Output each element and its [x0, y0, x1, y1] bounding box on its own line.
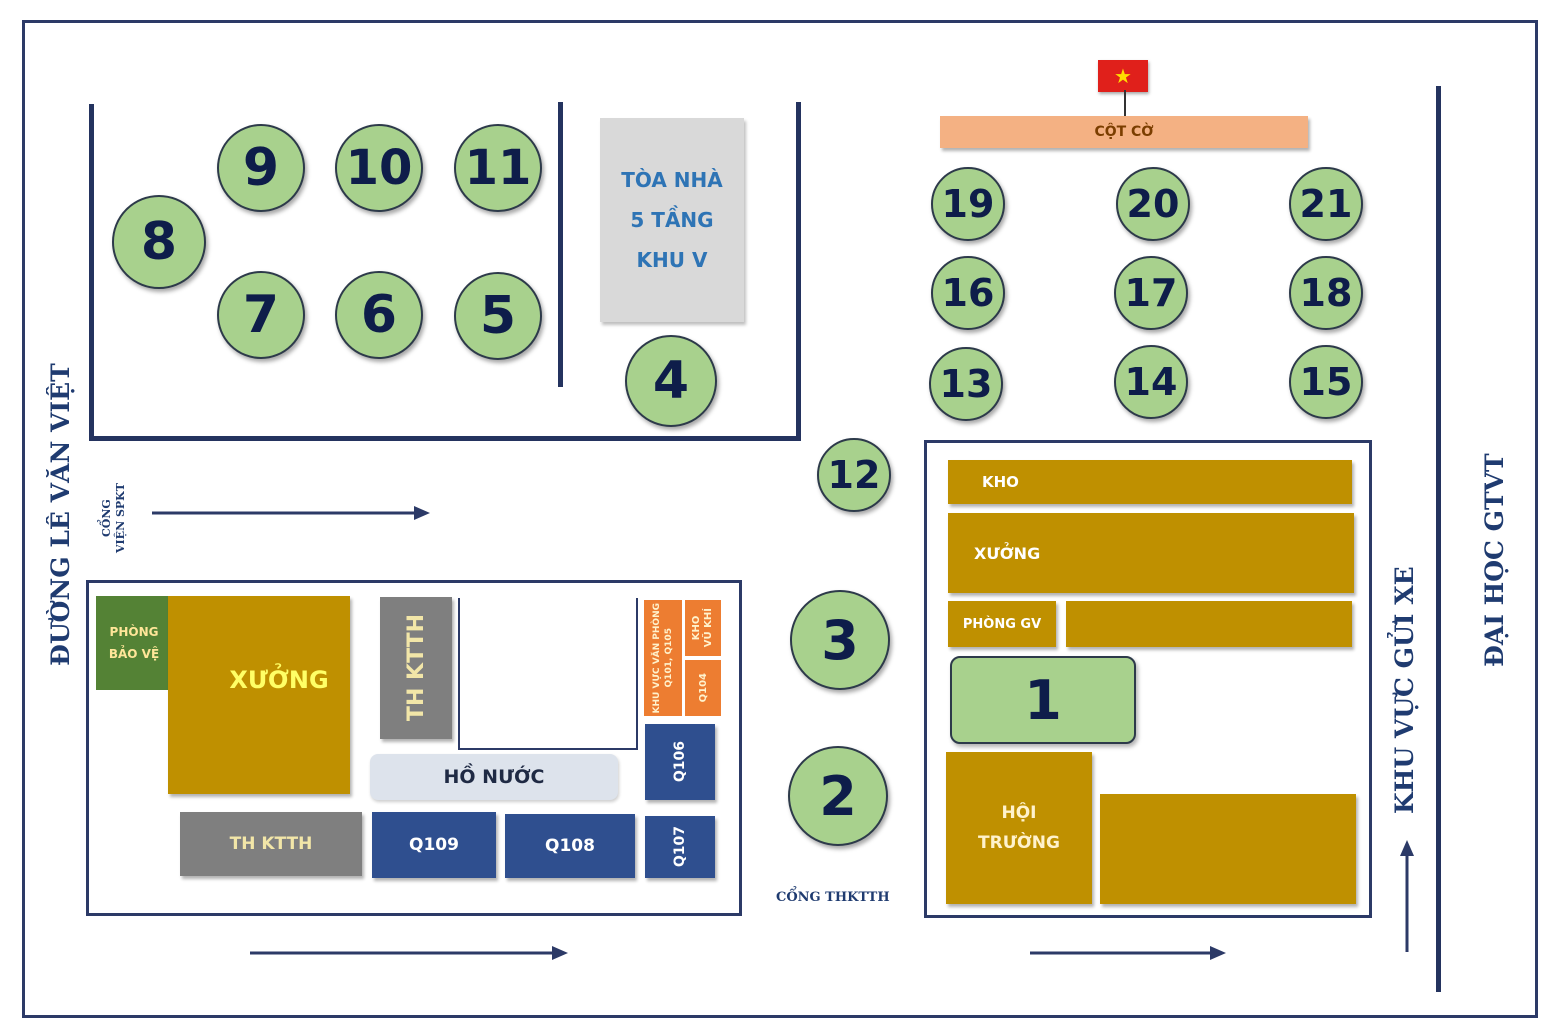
- building-2[interactable]: 2: [788, 746, 888, 846]
- weapons-storage[interactable]: KHO VŨ KHÍ: [685, 600, 721, 656]
- building-1[interactable]: 1: [950, 656, 1136, 744]
- building-4[interactable]: 4: [625, 335, 717, 427]
- building-10[interactable]: 10: [335, 124, 423, 212]
- hall-line-1: HỘI: [1001, 803, 1037, 823]
- building-14[interactable]: 14: [1114, 345, 1188, 419]
- room-q108-label: Q108: [545, 836, 595, 856]
- left-workshop-label: XƯỞNG: [229, 666, 329, 694]
- building-8[interactable]: 8: [112, 195, 206, 289]
- tower-line-3: KHU V: [636, 248, 708, 272]
- flagpole-area: CỘT CỜ: [940, 116, 1308, 148]
- parking-area-label: KHU VỰC GỬI XE: [1390, 566, 1419, 814]
- office-area-label: KHU VỰC VĂN PHÒNG: [652, 602, 662, 714]
- guard-line-2: BẢO VỆ: [108, 647, 160, 661]
- gate-spkt-line-2: VIỆN SPKT: [114, 483, 127, 553]
- arrow-up-icon: [1400, 840, 1414, 952]
- tower-line-1: TÒA NHÀ: [621, 168, 723, 192]
- tower-line-2: 5 TẦNG: [630, 208, 714, 232]
- building-16[interactable]: 16: [931, 256, 1005, 330]
- tower-building: TÒA NHÀ 5 TẦNG KHU V: [600, 118, 744, 322]
- building-21[interactable]: 21: [1289, 167, 1363, 241]
- right-workshop-label: XƯỞNG: [974, 543, 1041, 563]
- building-12[interactable]: 12: [817, 438, 891, 512]
- flagpole-label: CỘT CỜ: [1094, 124, 1154, 140]
- building-7[interactable]: 7: [217, 271, 305, 359]
- office-area[interactable]: KHU VỰC VĂN PHÒNG Q101, Q105: [644, 600, 682, 716]
- th-ktth-vertical[interactable]: TH KTTH: [380, 597, 452, 739]
- building-13[interactable]: 13: [929, 347, 1003, 421]
- gate-thkt-label: CỔNG THKTTH: [776, 890, 890, 905]
- teacher-room-annex: [1066, 601, 1352, 647]
- left-workshop[interactable]: XƯỞNG: [168, 596, 350, 794]
- pond: HỒ NƯỚC: [370, 754, 618, 800]
- road-line-right: [1436, 86, 1441, 992]
- building-19[interactable]: 19: [931, 167, 1005, 241]
- room-q104[interactable]: Q104: [685, 660, 721, 716]
- hall-line-2: TRƯỜNG: [978, 833, 1060, 853]
- wall-topleft-bottom: [89, 436, 801, 441]
- room-q106[interactable]: Q106: [645, 724, 715, 800]
- room-q107[interactable]: Q107: [645, 816, 715, 878]
- courtyard-outline: [458, 598, 638, 750]
- teacher-room[interactable]: PHÒNG GV: [948, 601, 1056, 647]
- flag-icon: ★: [1098, 60, 1148, 92]
- wall-topleft-left: [89, 104, 94, 440]
- wall-topleft-right: [796, 102, 801, 440]
- arrow-right-icon: [1030, 946, 1226, 960]
- building-11[interactable]: 11: [454, 124, 542, 212]
- right-warehouse-label: KHO: [982, 473, 1019, 491]
- guard-line-1: PHÒNG: [109, 625, 159, 639]
- building-9[interactable]: 9: [217, 124, 305, 212]
- building-5[interactable]: 5: [454, 272, 542, 360]
- building-6[interactable]: 6: [335, 271, 423, 359]
- office-rooms-label: Q101, Q105: [664, 628, 674, 688]
- th-ktth-horizontal-label: TH KTTH: [229, 834, 313, 854]
- building-15[interactable]: 15: [1289, 345, 1363, 419]
- room-q104-label: Q104: [697, 673, 709, 703]
- weapons-line-2: VŨ KHÍ: [703, 608, 714, 648]
- right-workshop[interactable]: XƯỞNG: [948, 513, 1354, 593]
- arrow-right-icon: [250, 946, 568, 960]
- weapons-line-1: KHO: [691, 615, 702, 641]
- road-label-le-van-viet: ĐƯỜNG LÊ VĂN VIỆT: [46, 363, 75, 667]
- gate-spkt-label: CỔNG VIỆN SPKT: [100, 478, 128, 558]
- road-label-dai-hoc-gtvt: ĐẠI HỌC GTVT: [1480, 453, 1509, 667]
- pond-label: HỒ NƯỚC: [443, 766, 545, 788]
- room-q107-label: Q107: [672, 826, 688, 868]
- room-q109-label: Q109: [409, 835, 459, 855]
- th-ktth-horizontal[interactable]: TH KTTH: [180, 812, 362, 876]
- room-q106-label: Q106: [672, 741, 688, 783]
- gate-spkt-line-1: CỔNG: [100, 499, 113, 537]
- building-17[interactable]: 17: [1114, 256, 1188, 330]
- teacher-room-label: PHÒNG GV: [962, 616, 1042, 632]
- flag-pole-stick: [1124, 90, 1126, 118]
- bottom-left-block: [86, 580, 742, 916]
- th-ktth-vertical-label: TH KTTH: [403, 614, 429, 722]
- room-q109[interactable]: Q109: [372, 812, 496, 878]
- building-18[interactable]: 18: [1289, 256, 1363, 330]
- building-3[interactable]: 3: [790, 590, 890, 690]
- hall-annex: [1100, 794, 1356, 904]
- arrow-right-icon: [152, 506, 430, 520]
- right-warehouse[interactable]: KHO: [948, 460, 1352, 504]
- map-border: [22, 20, 1538, 1018]
- wall-topleft-divider: [558, 102, 563, 387]
- building-20[interactable]: 20: [1116, 167, 1190, 241]
- guard-room[interactable]: PHÒNG BẢO VỆ: [96, 596, 172, 690]
- bottom-right-block: [924, 440, 1372, 918]
- assembly-hall[interactable]: HỘI TRƯỜNG: [946, 752, 1092, 904]
- room-q108[interactable]: Q108: [505, 814, 635, 878]
